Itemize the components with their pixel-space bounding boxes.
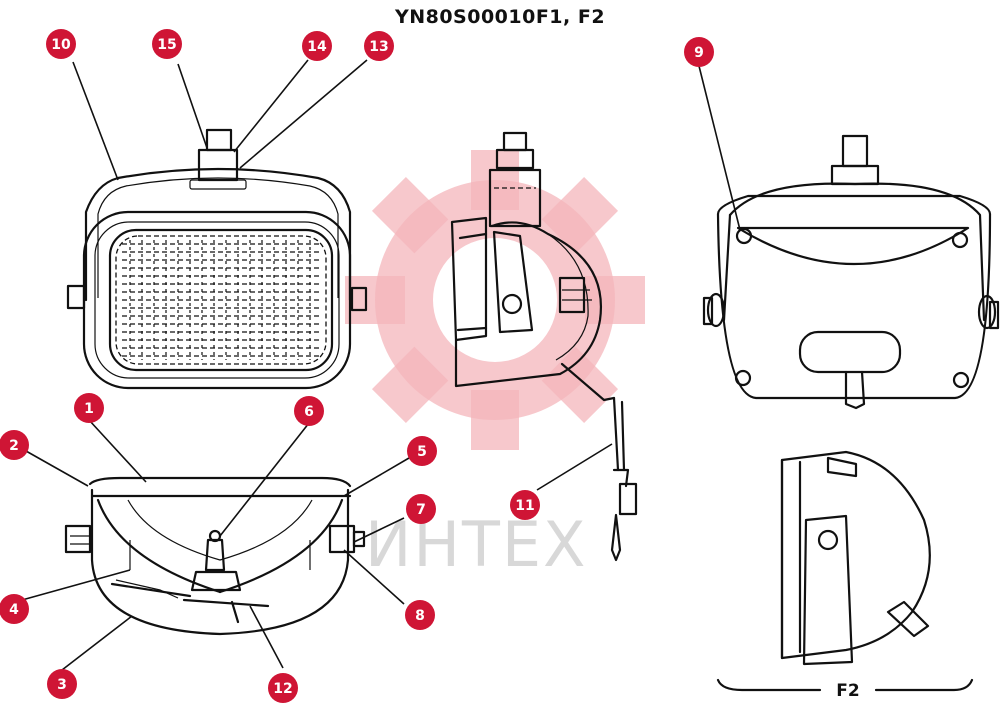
callout-circle xyxy=(510,490,540,520)
callout-label: 2 xyxy=(9,438,19,454)
leader-lines xyxy=(21,59,741,671)
callout-circle xyxy=(405,600,435,630)
callout-label: 15 xyxy=(157,37,176,53)
callout-1: 1 xyxy=(74,393,104,423)
callout-5: 5 xyxy=(407,436,437,466)
diagram-title: YN80S00010F1, F2 xyxy=(394,6,606,28)
callout-3: 3 xyxy=(47,669,77,699)
callout-label: 1 xyxy=(84,401,94,417)
callout-circle xyxy=(46,29,76,59)
callout-label: 3 xyxy=(57,677,67,693)
callout-label: 13 xyxy=(369,39,388,55)
callout-label: 4 xyxy=(9,602,19,618)
callout-circle xyxy=(406,494,436,524)
callout-label: 9 xyxy=(694,45,704,61)
callout-9: 9 xyxy=(684,37,714,67)
callout-label: 7 xyxy=(416,502,426,518)
callout-circle xyxy=(294,396,324,426)
view-label-f2: F2 xyxy=(836,681,859,701)
callout-label: 6 xyxy=(304,404,314,420)
watermark: ИНТЕХ xyxy=(345,150,645,581)
callout-6: 6 xyxy=(294,396,324,426)
callout-circle xyxy=(268,673,298,703)
callout-circle xyxy=(684,37,714,67)
callout-circle xyxy=(0,594,29,624)
callout-label: 12 xyxy=(273,681,292,697)
lamp-section-view xyxy=(64,476,366,636)
callout-label: 14 xyxy=(307,39,327,55)
callout-circle xyxy=(74,393,104,423)
callout-2: 2 xyxy=(0,430,29,460)
callout-circle xyxy=(152,29,182,59)
lamp-rear-view xyxy=(702,134,1000,410)
callout-label: 5 xyxy=(417,444,427,460)
callout-circle xyxy=(364,31,394,61)
lamp-side-view xyxy=(450,131,638,562)
lamp-front-view xyxy=(66,128,368,390)
callout-10: 10 xyxy=(46,29,76,59)
callout-11: 11 xyxy=(510,490,540,520)
callout-12: 12 xyxy=(268,673,298,703)
callout-label: 10 xyxy=(51,37,71,53)
callout-label: 8 xyxy=(415,608,425,624)
callout-circle xyxy=(407,436,437,466)
callout-circle xyxy=(302,31,332,61)
watermark-text: ИНТЕХ xyxy=(365,508,588,581)
callout-circle xyxy=(47,669,77,699)
lens-pattern xyxy=(122,240,320,360)
callout-circle xyxy=(0,430,29,460)
callout-7: 7 xyxy=(406,494,436,524)
callout-4: 4 xyxy=(0,594,29,624)
callout-14: 14 xyxy=(302,31,332,61)
callout-15: 15 xyxy=(152,29,182,59)
callout-label: 11 xyxy=(515,498,534,514)
lamp-f2-view: F2 xyxy=(716,450,974,701)
callout-13: 13 xyxy=(364,31,394,61)
callout-8: 8 xyxy=(405,600,435,630)
